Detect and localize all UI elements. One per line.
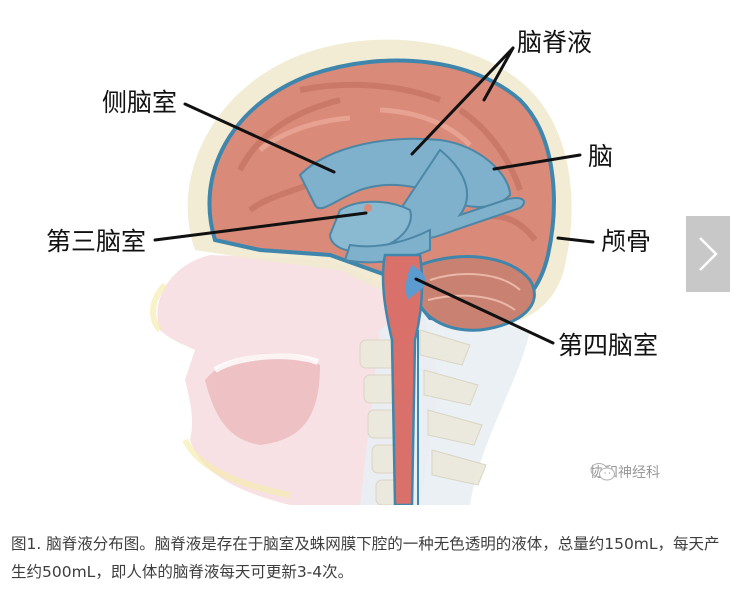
brain-csf-diagram: 脑脊液 侧脑室 脑 第三脑室 颅骨 第四脑室 协和神经科 xyxy=(46,28,730,505)
label-third-ventricle: 第三脑室 xyxy=(46,227,147,256)
label-lateral-ventricle: 侧脑室 xyxy=(102,88,178,117)
label-skull: 颅骨 xyxy=(601,227,652,256)
label-fourth-ventricle: 第四脑室 xyxy=(558,331,659,360)
figure-caption: 图1. 脑脊液分布图。脑脊液是存在于脑室及蛛网膜下腔的一种无色透明的液体，总量约… xyxy=(11,535,720,581)
wechat-icon xyxy=(590,463,615,481)
next-image-button[interactable] xyxy=(686,216,730,292)
leader-lines xyxy=(153,46,595,345)
label-csf: 脑脊液 xyxy=(517,28,593,57)
label-brain: 脑 xyxy=(588,142,614,171)
chevron-right-icon xyxy=(699,237,718,271)
anatomy-illustration xyxy=(150,39,572,505)
watermark: 协和神经科 xyxy=(590,462,660,482)
